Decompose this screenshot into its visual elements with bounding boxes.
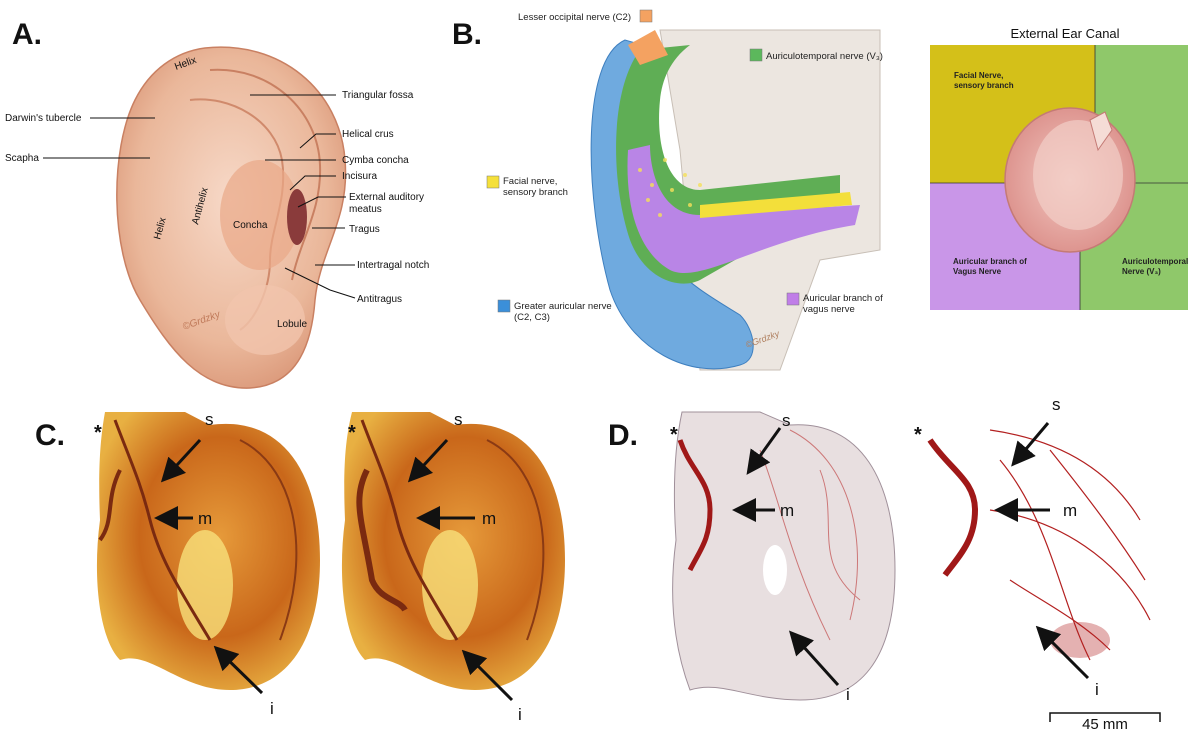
label-c-right-m: m: [482, 509, 496, 528]
label-c-right-i: i: [518, 705, 522, 724]
canal-label-facial-line1: Facial Nerve,: [954, 71, 1003, 80]
label-external-auditory-meatus: External auditory meatus: [349, 192, 427, 215]
panel-d-letter: D.: [608, 419, 638, 452]
legend-swatch-auriculotemporal: [750, 49, 762, 61]
panel-a-letter: A.: [12, 18, 42, 51]
canal-label-auriculotemporal-line1: Auriculotemporal: [1122, 257, 1188, 266]
label-c-left-s: s: [205, 410, 214, 429]
panel-b: B. Lesser occipital nerve (C2): [452, 10, 885, 370]
label-c-right-s: s: [454, 410, 463, 429]
label-d-left-m: m: [780, 501, 794, 520]
legend-greater-auricular-line1: Greater auricular nerve: [514, 301, 612, 312]
label-d-right-s: s: [1052, 395, 1061, 414]
label-concha: Concha: [233, 220, 268, 231]
star-c-left: *: [94, 422, 102, 444]
legend-facial: Facial nerve, sensory branch: [503, 176, 568, 198]
specimen-c-left: [97, 412, 320, 690]
legend-vagus-line2: vagus nerve: [803, 304, 855, 315]
ear-canal-title: External Ear Canal: [1010, 26, 1119, 41]
panel-d: D. s m: [608, 395, 1160, 731]
canal-label-facial: Facial Nerve, sensory branch: [954, 71, 1014, 90]
label-lobule: Lobule: [277, 319, 307, 330]
label-darwins-tubercle: Darwin's tubercle: [5, 113, 82, 124]
canal-label-vagus-line2: Vagus Nerve: [953, 267, 1002, 276]
label-scapha: Scapha: [5, 153, 39, 164]
star-c-right: *: [348, 422, 356, 444]
scale-bar: 45 mm: [1050, 713, 1160, 731]
legend-facial-line1: Facial nerve,: [503, 176, 557, 187]
label-cymba-concha: Cymba concha: [342, 155, 409, 166]
star-d-left: *: [670, 424, 678, 446]
ear-illustration: [117, 47, 346, 388]
canal-label-auriculotemporal-line2: Nerve (V₃): [1122, 267, 1161, 276]
legend-swatch-greater-auricular: [498, 300, 510, 312]
legend-swatch-lesser-occipital: [640, 10, 652, 22]
legend-vagus: Auricular branch of vagus nerve: [803, 293, 885, 315]
label-c-left-i: i: [270, 699, 274, 718]
label-d-right-i: i: [1095, 680, 1099, 699]
label-c-left-m: m: [198, 509, 212, 528]
legend-lesser-occipital: Lesser occipital nerve (C2): [518, 12, 631, 23]
label-tragus: Tragus: [349, 224, 380, 235]
panel-c: C. s m i * s m: [35, 410, 565, 724]
label-triangular-fossa: Triangular fossa: [342, 90, 414, 101]
specimen-c-right: [342, 412, 565, 690]
panel-b-letter: B.: [452, 18, 482, 51]
specimen-d-left: [673, 412, 895, 700]
legend-facial-line2: sensory branch: [503, 187, 568, 198]
ear-canal-panel: External Ear Canal Facial Nerve, sensory…: [930, 26, 1188, 310]
label-d-right-m: m: [1063, 501, 1077, 520]
star-d-right: *: [914, 424, 922, 446]
canal-label-vagus-line1: Auricular branch of: [953, 257, 1027, 266]
nerve-illustration: [591, 30, 880, 370]
legend-swatch-facial: [487, 176, 499, 188]
label-antitragus: Antitragus: [357, 294, 402, 305]
canal-label-facial-line2: sensory branch: [954, 81, 1014, 90]
label-incisura: Incisura: [342, 171, 377, 182]
label-external-auditory-meatus-line1: External auditory: [349, 192, 424, 203]
panel-c-letter: C.: [35, 419, 65, 452]
label-d-left-i: i: [846, 685, 850, 704]
specimen-d-right: [930, 430, 1150, 660]
label-external-auditory-meatus-line2: meatus: [349, 204, 382, 215]
scale-bar-label: 45 mm: [1082, 716, 1128, 731]
legend-swatch-vagus: [787, 293, 799, 305]
label-helical-crus: Helical crus: [342, 129, 394, 140]
legend-auriculotemporal: Auriculotemporal nerve (V₃): [766, 51, 883, 62]
legend-greater-auricular-line2: (C2, C3): [514, 312, 550, 323]
legend-greater-auricular: Greater auricular nerve (C2, C3): [514, 301, 614, 323]
legend-vagus-line1: Auricular branch of: [803, 293, 883, 304]
panel-a: A. Helix Darwin's tubercle Scapha: [5, 18, 429, 388]
label-d-left-s: s: [782, 411, 791, 430]
label-intertragal-notch: Intertragal notch: [357, 260, 429, 271]
